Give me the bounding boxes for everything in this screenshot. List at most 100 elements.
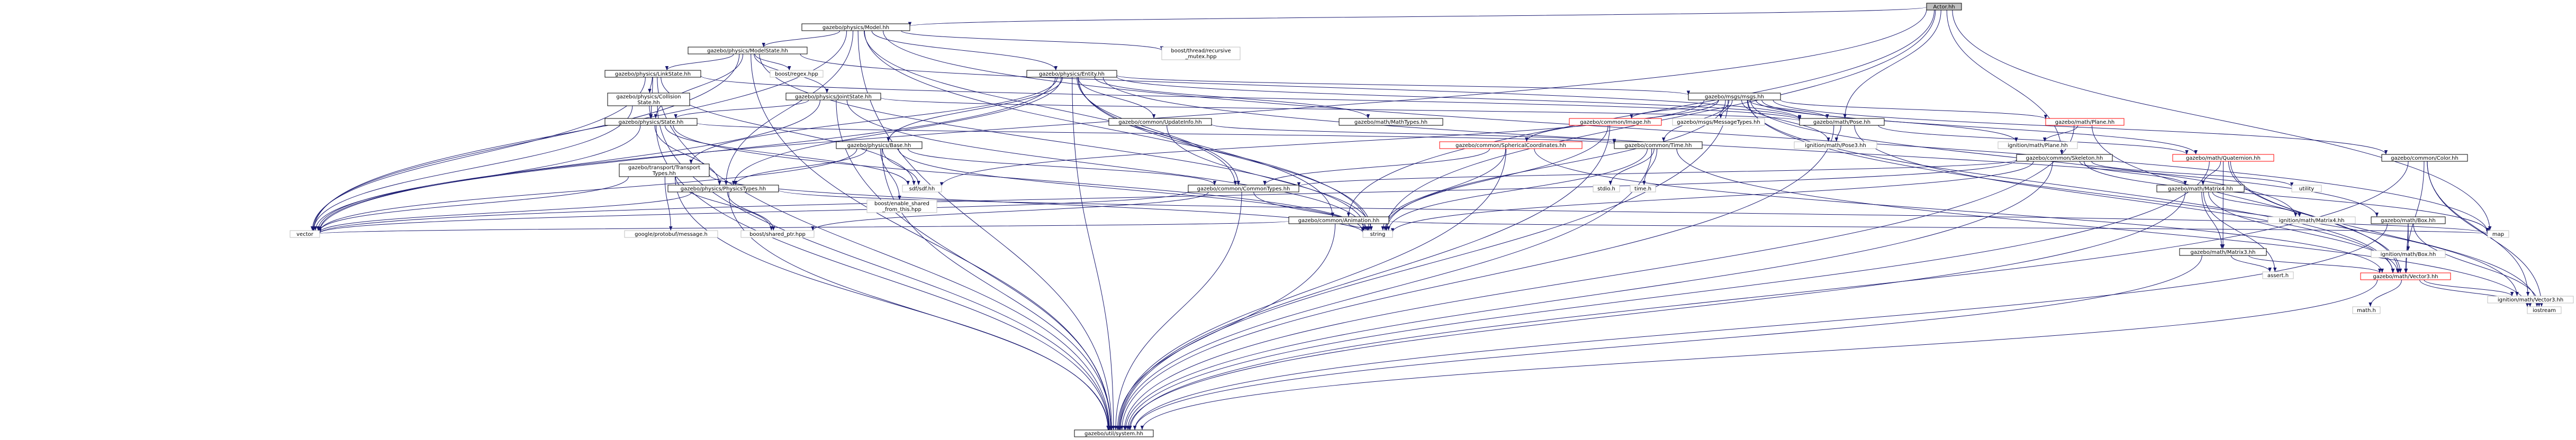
node-base-box xyxy=(836,141,923,149)
edge-color-to-ign_vector3 xyxy=(2427,161,2530,297)
node-matrix3[interactable]: gazebo/math/Matrix3.hh xyxy=(2179,248,2267,256)
node-sdf-label: sdf/sdf.hh xyxy=(909,186,935,192)
edge-transport-to-vector xyxy=(318,176,629,232)
node-ign_pose: ignition/math/Pose3.hh xyxy=(1794,141,1877,149)
edge-base-to-sdf xyxy=(882,148,920,186)
node-plane[interactable]: gazebo/math/Plane.hh xyxy=(2045,118,2125,126)
node-transport-label: gazebo/transport/Transport xyxy=(628,165,700,171)
node-mathtypes[interactable]: gazebo/math/MathTypes.hh xyxy=(1339,118,1443,126)
edge-msgs-to-ign_vector3 xyxy=(1747,99,2519,297)
node-physicstypes[interactable]: gazebo/physics/PhysicsTypes.hh xyxy=(667,185,779,192)
edge-model-to-system xyxy=(857,30,1114,430)
node-iostream-box xyxy=(2527,306,2562,314)
edge-updateinfo-to-string xyxy=(1167,125,1373,231)
edge-state-to-sdf xyxy=(664,125,910,186)
node-commontypes[interactable]: gazebo/common/CommonTypes.hh xyxy=(1188,185,1299,192)
node-shared_ptr-box xyxy=(740,230,815,238)
node-base-label: gazebo/physics/Base.hh xyxy=(847,143,911,149)
edge-animation-to-system xyxy=(1116,223,1336,430)
node-linkstate-label: gazebo/physics/LinkState.hh xyxy=(615,71,691,77)
edge-base-to-vector xyxy=(318,148,857,232)
edge-physicstypes-to-shared_ptr xyxy=(727,191,775,231)
node-msgs-label: gazebo/msgs/msgs.hh xyxy=(1705,94,1764,100)
edge-msgs-to-color xyxy=(1773,99,2388,155)
node-linkstate[interactable]: gazebo/physics/LinkState.hh xyxy=(604,70,701,78)
edge-model-to-map xyxy=(883,30,2490,233)
node-sdf: sdf/sdf.hh xyxy=(902,185,942,192)
edge-image-to-string xyxy=(1383,125,1608,231)
node-skeleton[interactable]: gazebo/common/Skeleton.hh xyxy=(2016,154,2113,162)
edge-entity-to-string xyxy=(1078,77,1373,231)
nodes-layer: Actor.hh gazebo/physics/Model.hh gazebo/ph… xyxy=(290,3,2574,437)
node-animation[interactable]: gazebo/common/Animation.hh xyxy=(1288,216,1389,224)
node-actor-label: Actor.hh xyxy=(1933,4,1955,10)
node-model[interactable]: gazebo/physics/Model.hh xyxy=(801,23,910,31)
edge-vector3-to-mathh xyxy=(2369,279,2402,307)
node-quaternion[interactable]: gazebo/math/Quaternion.hh xyxy=(2172,154,2274,162)
node-entity[interactable]: gazebo/physics/Entity.hh xyxy=(1026,70,1117,78)
node-quaternion-box xyxy=(2172,154,2274,162)
node-ign_vector3-box xyxy=(2487,296,2574,304)
edge-time-to-iostream xyxy=(1676,148,2529,307)
node-box[interactable]: gazebo/math/Box.hh xyxy=(2371,216,2446,224)
edge-modelstate-to-system xyxy=(751,53,1113,430)
node-system-label: gazebo/util/system.hh xyxy=(1084,431,1143,437)
node-enable_shared-label: boost/enable_shared xyxy=(874,201,929,207)
edge-jointstate-to-string xyxy=(846,99,1366,231)
node-base[interactable]: gazebo/physics/Base.hh xyxy=(836,141,923,149)
edge-msgs-to-plane xyxy=(1780,99,2047,120)
edge-transport-to-shared_ptr xyxy=(675,176,773,231)
edge-msgs-to-image xyxy=(1630,99,1719,119)
edge-collstate-to-vector xyxy=(312,105,633,231)
node-time[interactable]: gazebo/common/Time.hh xyxy=(1614,141,1703,149)
edge-updateinfo-to-time xyxy=(1211,124,1616,144)
node-msgs[interactable]: gazebo/msgs/msgs.hh xyxy=(1688,93,1781,100)
node-enable_shared: boost/enable_shared_from_this.hpp xyxy=(866,199,937,213)
node-stdio-box xyxy=(1593,185,1620,192)
node-model-label: gazebo/physics/Model.hh xyxy=(822,25,889,31)
node-asserth: assert.h xyxy=(2262,271,2294,279)
edge-quaternion-to-iostream xyxy=(2230,161,2539,307)
node-spherical-box xyxy=(1439,141,1583,149)
edge-msgs-to-pose xyxy=(1748,99,1829,119)
edge-time-to-stdio xyxy=(1608,148,1655,186)
edge-linkstate-to-system xyxy=(657,77,1111,430)
edge-pose-to-system xyxy=(1120,125,1834,430)
edge-msgs-to-vector3 xyxy=(1747,99,2394,273)
node-skeleton-box xyxy=(2016,154,2113,162)
node-vector3[interactable]: gazebo/math/Vector3.hh xyxy=(2360,272,2451,280)
node-modelstate[interactable]: gazebo/physics/ModelState.hh xyxy=(688,47,808,54)
node-utility: utility xyxy=(2291,185,2322,192)
edge-base-to-string xyxy=(898,148,1365,232)
node-shared_ptr: boost/shared_ptr.hpp xyxy=(740,230,815,238)
edge-modelstate-to-string xyxy=(759,53,1368,231)
edge-physicstypes-to-vector xyxy=(318,191,692,233)
node-matrix4[interactable]: gazebo/math/Matrix4.hh xyxy=(2156,185,2245,192)
node-protobuf-box xyxy=(624,230,718,238)
node-commontypes-label: gazebo/common/CommonTypes.hh xyxy=(1197,186,1290,192)
edge-matrix4-to-vector3 xyxy=(2208,191,2399,273)
node-system[interactable]: gazebo/util/system.hh xyxy=(1074,429,1154,437)
node-pose[interactable]: gazebo/math/Pose.hh xyxy=(1799,118,1885,126)
node-ign_box-label: ignition/math/Box.hh xyxy=(2381,252,2436,258)
node-stdio: stdio.h xyxy=(1593,185,1620,192)
node-updateinfo[interactable]: gazebo/common/UpdateInfo.hh xyxy=(1108,118,1212,126)
node-matrix3-box xyxy=(2179,248,2267,256)
node-state-box xyxy=(604,118,698,126)
node-boost_regex-box xyxy=(770,70,824,78)
node-ign_plane: ignition/math/Plane.hh xyxy=(1997,141,2078,149)
node-matrix4-label: gazebo/math/Matrix4.hh xyxy=(2168,186,2233,192)
node-actor[interactable]: Actor.hh xyxy=(1926,3,1962,11)
node-state[interactable]: gazebo/physics/State.hh xyxy=(604,118,698,126)
node-jointstate[interactable]: gazebo/physics/JointState.hh xyxy=(785,93,881,100)
node-pose-box xyxy=(1799,118,1885,126)
node-color[interactable]: gazebo/common/Color.hh xyxy=(2381,154,2468,162)
edge-collstate-to-state xyxy=(649,105,653,119)
node-spherical[interactable]: gazebo/common/SphericalCoordinates.hh xyxy=(1439,141,1583,149)
node-image[interactable]: gazebo/common/Image.hh xyxy=(1569,118,1662,126)
node-utility-box xyxy=(2291,185,2322,192)
node-ign_box: ignition/math/Box.hh xyxy=(2371,250,2446,258)
